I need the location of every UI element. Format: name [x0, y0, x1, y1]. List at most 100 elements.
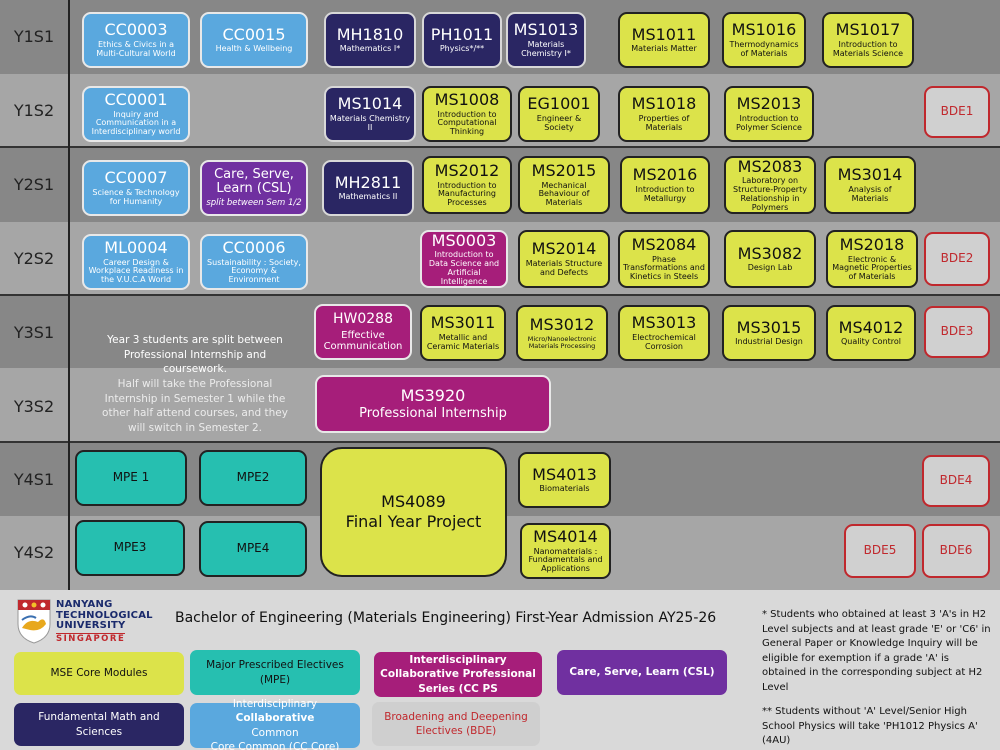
module-code: CC0015 — [222, 24, 286, 44]
semester-label: Y1S1 — [13, 27, 55, 46]
module-code: MS1011 — [631, 24, 697, 44]
module-card[interactable]: MS3012 Micro/Nanoelectronic Materials Pr… — [516, 305, 608, 361]
module-code: EG1001 — [527, 94, 591, 114]
module-name: Physics*/** — [439, 44, 485, 54]
year3-note: Year 3 students are split between Profes… — [95, 333, 295, 436]
module-name: Introduction to Manufacturing Processes — [437, 180, 497, 208]
module-card[interactable]: MS4013 Biomaterials — [518, 452, 611, 508]
module-code: MS4014 — [533, 527, 598, 546]
footer: NANYANG TECHNOLOGICAL UNIVERSITY SINGAPO… — [0, 590, 1000, 750]
module-code: BDE1 — [940, 104, 974, 119]
module-card[interactable]: MS3082 Design Lab — [724, 230, 816, 288]
module-name: Introduction to Materials Science — [832, 40, 904, 58]
bde-card[interactable]: BDE5 — [844, 524, 916, 578]
module-card[interactable]: MS2018 Electronic & Magnetic Properties … — [826, 230, 918, 288]
module-code: MS1018 — [631, 94, 697, 114]
legend-math: Fundamental Math and Sciences — [14, 703, 184, 746]
module-card[interactable]: ML0004 Career Design & Workplace Readine… — [82, 234, 190, 290]
bde-card[interactable]: BDE4 — [922, 455, 990, 507]
year-divider — [0, 294, 1000, 296]
module-card[interactable]: MS1013 Materials Chemistry I* — [506, 12, 586, 68]
mpe-card[interactable]: MPE2 — [199, 450, 307, 506]
module-name: Thermodynamics of Materials — [729, 40, 799, 58]
module-card[interactable]: MS1017 Introduction to Materials Science — [822, 12, 914, 68]
module-name: Health & Wellbeing — [215, 44, 293, 54]
year3-note-line2: Half will take the Professional Internsh… — [102, 378, 288, 435]
legend-label-part: Common — [251, 726, 299, 739]
module-card[interactable]: CC0007 Science & Technology for Humanity — [82, 160, 190, 216]
module-card[interactable]: MS1016 Thermodynamics of Materials — [722, 12, 806, 68]
semester-label: Y4S2 — [13, 543, 55, 562]
module-code: MS2084 — [631, 235, 697, 254]
module-code: MS3015 — [736, 317, 802, 337]
logo-line: SINGAPORE — [56, 632, 126, 644]
mpe-card[interactable]: MPE 1 — [75, 450, 187, 506]
module-name: Introduction to Polymer Science — [736, 114, 802, 132]
module-card[interactable]: Care, Serve, Learn (CSL) split between S… — [200, 160, 308, 216]
module-card[interactable]: HW0288 Effective Communication — [314, 304, 412, 360]
module-code: CC0007 — [104, 168, 168, 188]
module-code: MS3011 — [430, 313, 496, 333]
module-card[interactable]: PH1011 Physics*/** — [422, 12, 502, 68]
module-card[interactable]: MS3014 Analysis of Materials — [824, 156, 916, 214]
module-card[interactable]: MS4012 Quality Control — [826, 305, 916, 361]
module-card[interactable]: MH1810 Mathematics I* — [324, 12, 416, 68]
module-card[interactable]: CC0006 Sustainability : Society, Economy… — [200, 234, 308, 290]
module-card[interactable]: MS1014 Materials Chemistry II — [324, 86, 416, 142]
module-card[interactable]: MS1008 Introduction to Computational Thi… — [422, 86, 512, 142]
module-name: Engineer & Society — [536, 114, 582, 132]
module-code: MS0003 — [431, 230, 497, 250]
module-card[interactable]: MS3013 Electrochemical Corrosion — [618, 305, 710, 361]
module-code: MS1016 — [731, 20, 797, 40]
final-year-project-card[interactable]: MS4089 Final Year Project — [320, 447, 507, 577]
module-name: Science & Technology for Humanity — [92, 188, 180, 206]
legend-csl: Care, Serve, Learn (CSL) — [557, 650, 727, 695]
module-card[interactable]: MS3015 Industrial Design — [722, 305, 816, 361]
footnotes: * Students who obtained at least 3 'A's … — [762, 608, 994, 750]
legend-label: Fundamental Math and Sciences — [38, 711, 160, 738]
bde-card[interactable]: BDE6 — [922, 524, 990, 578]
module-card[interactable]: MS2016 Introduction to Metallurgy — [620, 156, 710, 214]
module-card[interactable]: MS1018 Properties of Materials — [618, 86, 710, 142]
module-card[interactable]: MS2012 Introduction to Manufacturing Pro… — [422, 156, 512, 214]
module-code: BDE3 — [940, 324, 974, 339]
module-code: MS3012 — [529, 315, 595, 335]
module-card[interactable]: MS2013 Introduction to Polymer Science — [724, 86, 814, 142]
module-name: Industrial Design — [735, 337, 803, 347]
module-code: MS4089 — [381, 492, 446, 512]
module-name: Mathematics II — [338, 192, 398, 202]
legend-label: Care, Serve, Learn (CSL) — [569, 666, 715, 679]
mpe-card[interactable]: MPE3 — [75, 520, 185, 576]
module-code: BDE4 — [939, 473, 973, 488]
module-code: CC0006 — [222, 238, 286, 257]
module-code: MPE2 — [236, 470, 270, 485]
module-card[interactable]: MS2014 Materials Structure and Defects — [518, 230, 610, 288]
module-card[interactable]: CC0001 Inquiry and Communication in a In… — [82, 86, 190, 142]
module-code: MPE4 — [236, 541, 270, 556]
module-code: MS2018 — [839, 235, 905, 254]
module-card[interactable]: MS2015 Mechanical Behaviour of Materials — [518, 156, 610, 214]
module-code: PH1011 — [430, 24, 494, 44]
module-card[interactable]: CC0015 Health & Wellbeing — [200, 12, 308, 68]
module-code: MS1017 — [835, 20, 901, 40]
module-card[interactable]: MS1011 Materials Matter — [618, 12, 710, 68]
module-card[interactable]: MS3920 Professional Internship — [315, 375, 551, 433]
module-card[interactable]: MS2083 Laboratory on Structure-Property … — [724, 156, 816, 214]
module-card[interactable]: MS0003 Introduction to Data Science and … — [420, 230, 508, 288]
module-card[interactable]: MS2084 Phase Transformations and Kinetic… — [618, 230, 710, 288]
module-card[interactable]: MH2811 Mathematics II — [322, 160, 414, 216]
logo-line: UNIVERSITY — [56, 620, 126, 631]
module-card[interactable]: CC0003 Ethics & Civics in a Multi-Cultur… — [82, 12, 190, 68]
module-code: MS2014 — [531, 239, 597, 259]
module-card[interactable]: MS3011 Metallic and Ceramic Materials — [420, 305, 506, 361]
module-code: MS3013 — [631, 313, 697, 333]
logo-line: TECHNOLOGICAL — [56, 609, 153, 621]
module-card[interactable]: MS4014 Nanomaterials : Fundamentals and … — [520, 523, 611, 579]
mpe-card[interactable]: MPE4 — [199, 521, 307, 577]
bde-card[interactable]: BDE2 — [924, 232, 990, 286]
bde-card[interactable]: BDE3 — [924, 306, 990, 358]
module-name: Materials Chemistry II — [329, 114, 411, 132]
bde-card[interactable]: BDE1 — [924, 86, 990, 138]
ntu-crest-icon — [17, 599, 51, 644]
module-card[interactable]: EG1001 Engineer & Society — [518, 86, 600, 142]
